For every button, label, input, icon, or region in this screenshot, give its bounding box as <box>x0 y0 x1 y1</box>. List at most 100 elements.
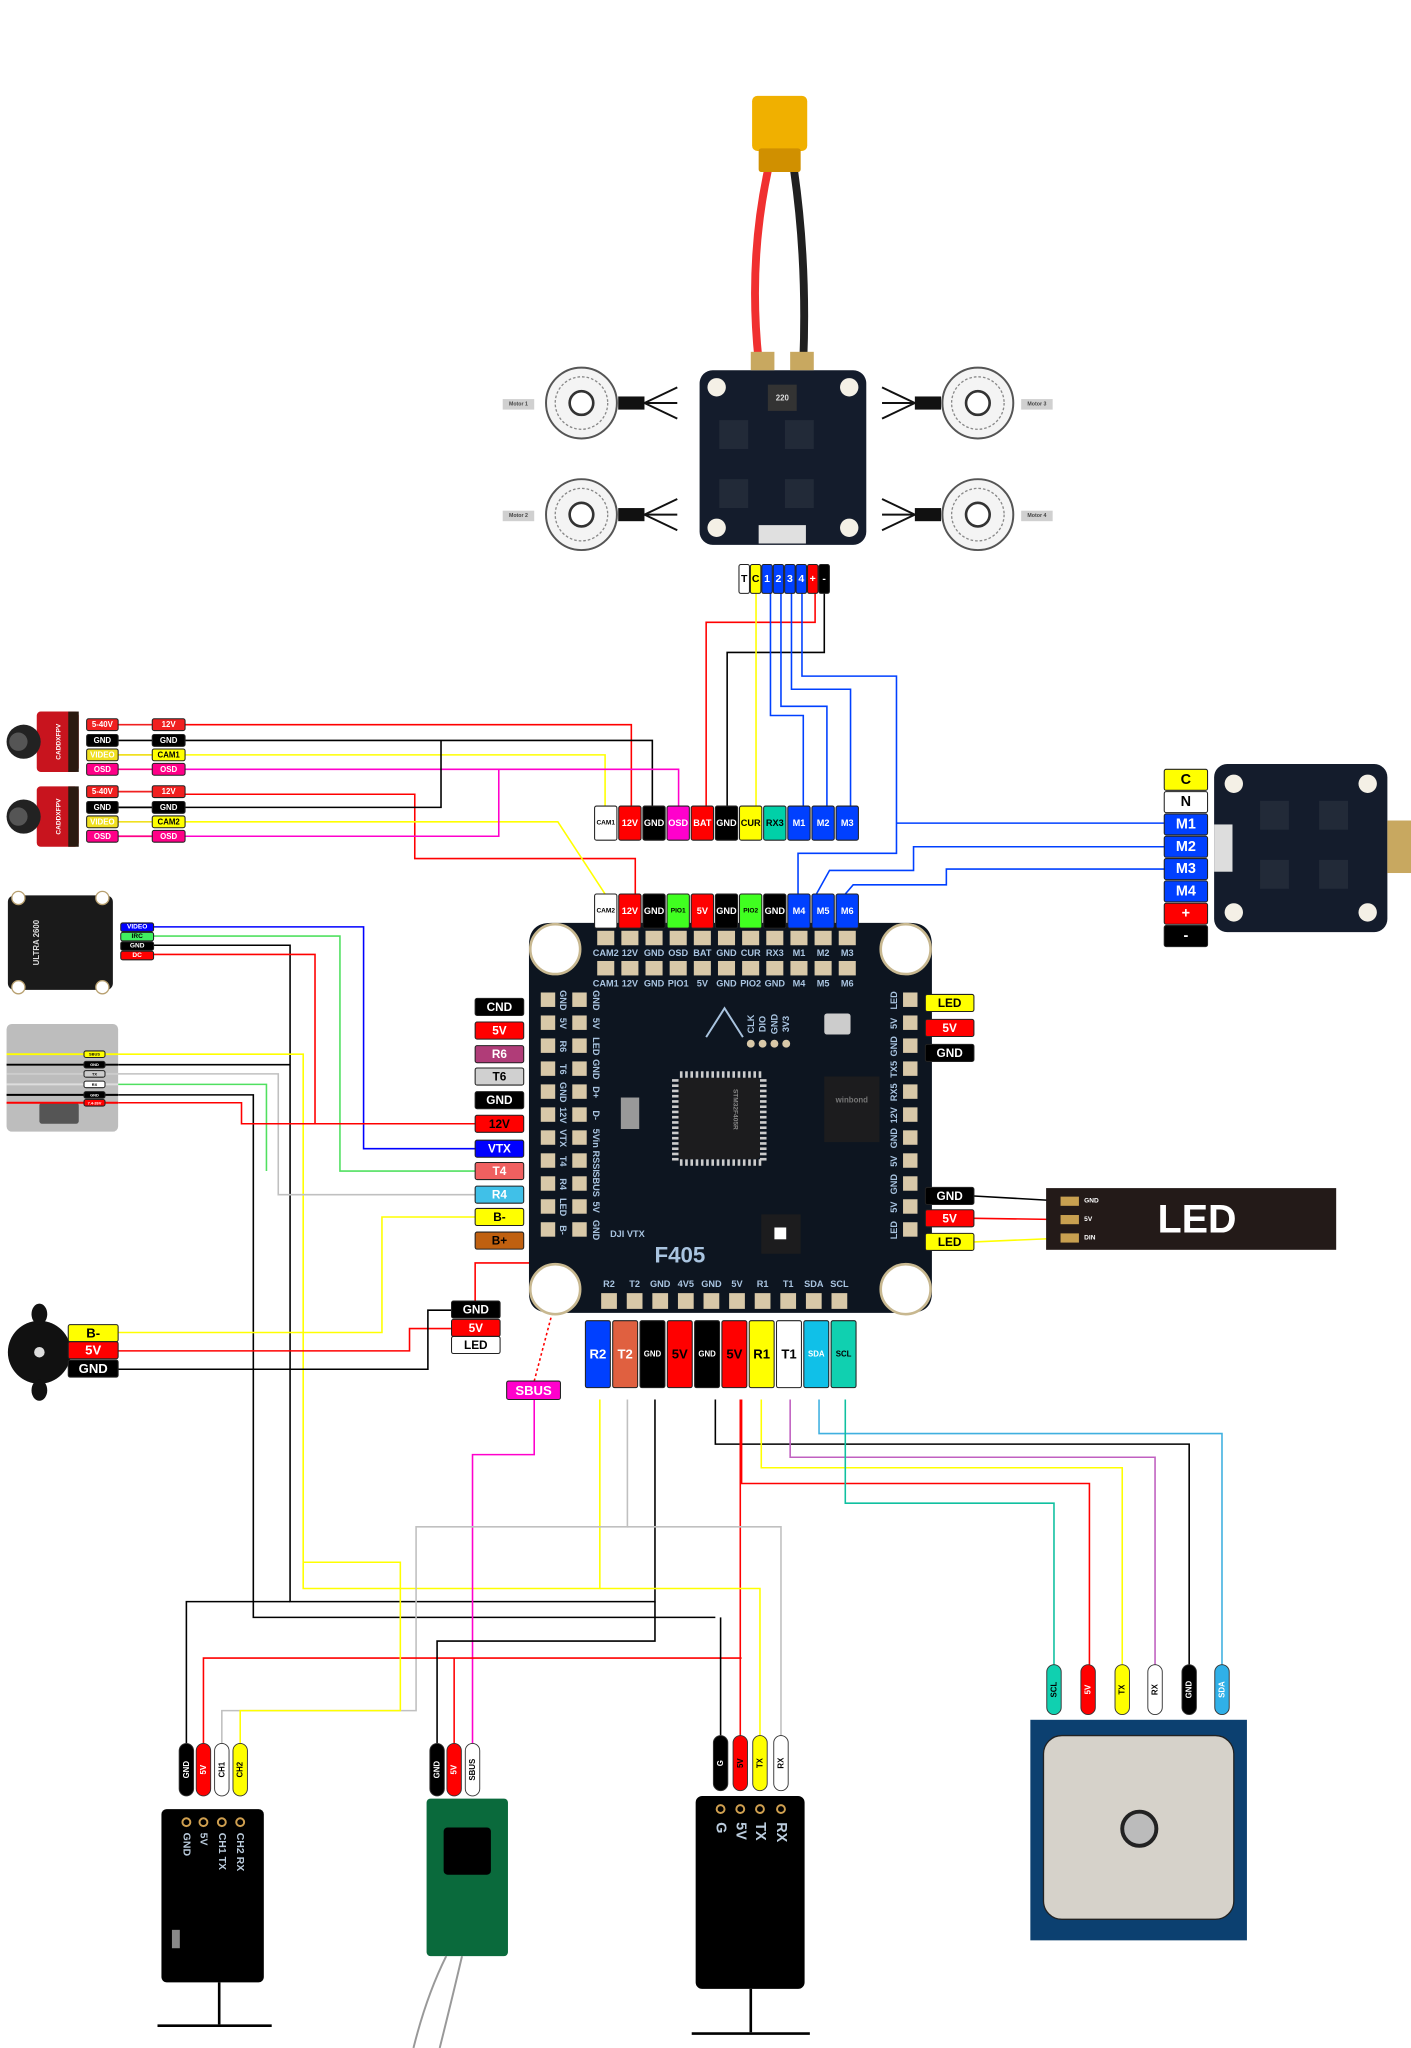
led-strip-pad <box>1060 1196 1079 1206</box>
rx-pin <box>755 1804 765 1814</box>
fc-row2-label-bg <box>835 893 859 929</box>
xt60-connector <box>752 95 808 151</box>
fc-left-label-bg <box>474 1161 525 1181</box>
fc-bottom-label-bg <box>612 1320 639 1389</box>
fc-left-label-bg <box>474 1045 525 1064</box>
rx-pin <box>715 1804 726 1814</box>
dji-pin-label-text: RX <box>92 1082 98 1087</box>
wire-esc-m1 <box>769 593 805 807</box>
esc-connector <box>1214 824 1233 872</box>
fc-row2-label-text: GND <box>644 906 665 916</box>
esc-chip <box>1319 800 1348 830</box>
fc-row1-label-bg <box>642 805 666 841</box>
fc-row1-label-text: CAM1 <box>596 820 615 827</box>
fc-row1-label-bg <box>666 805 690 841</box>
motor-label-bg <box>502 510 535 522</box>
fc-left-label-bg <box>474 1185 525 1204</box>
wire-esc2-m2-m5 <box>815 845 1165 895</box>
led-indicator <box>774 1227 787 1240</box>
camera-brand: CADDXFPV <box>56 723 63 760</box>
fc-dji-vtx-label: DJI VTX <box>610 1229 646 1239</box>
fc-row2-label-bg <box>811 893 835 929</box>
fc-silk-label: RX5 <box>889 1083 899 1101</box>
led-connector-label-bg <box>450 1300 501 1319</box>
fc-pad <box>669 960 687 976</box>
esc-right-pin-label-bg <box>1163 835 1209 858</box>
fc-pad <box>814 930 832 946</box>
esc-pad-label: C <box>749 563 762 594</box>
fc-silk-label: GND <box>644 978 665 988</box>
fc-silk-label: 5V <box>889 1155 899 1167</box>
rx3-pin-label: RX <box>773 1822 789 1842</box>
led-strip-pin-label: DIN <box>1084 1234 1096 1241</box>
fc-pad <box>805 1293 822 1309</box>
esc-right-pin-label-bg <box>1163 880 1209 903</box>
wire-gps-scl <box>844 1399 1055 1665</box>
wire-esc-bat <box>705 593 816 807</box>
camera-fc-label: 12V <box>151 718 186 732</box>
sbus-label-text: SBUS <box>515 1383 552 1398</box>
fc-silk-label: 5V <box>697 978 709 988</box>
fc-silk-label: GND <box>716 978 737 988</box>
fc-silk-label: GND <box>644 948 665 958</box>
dji-pin-label: GND <box>83 1091 106 1099</box>
mounting-hole <box>528 922 582 976</box>
pigtail-label: RX <box>776 1757 785 1769</box>
fc-pad <box>729 1293 745 1309</box>
fc-bottom-label-bg <box>775 1320 802 1389</box>
vtx-pin-label: DC <box>120 950 155 961</box>
fc-row1-label: CAM1 <box>594 805 618 841</box>
fc-row2-label: M6 <box>835 893 859 929</box>
xt60-connector-base <box>758 148 801 172</box>
esc-right-pin-label-bg <box>1163 925 1209 948</box>
fc-pad <box>717 930 736 946</box>
fc-silk-label: 12V <box>558 1107 568 1124</box>
camera-pin-label: GND <box>86 733 119 747</box>
fc-pad <box>645 960 663 976</box>
fc-bottom-label: GND <box>694 1320 721 1389</box>
fc-bottom-label-bg <box>694 1320 721 1389</box>
camera-fc-label: GND <box>151 800 186 814</box>
fc-pad <box>790 930 808 946</box>
mounting-hole <box>1358 903 1377 922</box>
wire-gps-rx <box>789 1399 1156 1665</box>
rx-pin <box>198 1817 209 1828</box>
motor-label-bg <box>1021 510 1053 522</box>
wire-buzzer-gnd <box>118 1309 452 1371</box>
fc-pad <box>838 960 856 976</box>
camera-pin-label-bg <box>86 800 119 814</box>
fc-silk-label: 3V3 <box>781 1016 791 1032</box>
fc-silk-label: LED <box>889 991 899 1010</box>
fc-bottom-label: 5V <box>666 1320 693 1389</box>
esc-right-pin-label-bg <box>1163 902 1209 925</box>
fc-left-label-bg <box>474 1231 525 1250</box>
fc-silk-label: GND <box>716 948 737 958</box>
fc-pad <box>626 1293 643 1309</box>
dji-pin-label: SBUS <box>83 1050 106 1059</box>
fc-right-top-label: 5V <box>924 1018 975 1037</box>
wire-cam1-12v <box>185 723 633 807</box>
fc-pad <box>903 1015 918 1030</box>
fc-silk-label: GND <box>889 1036 899 1057</box>
fc-bottom-label-text: 5V <box>726 1347 742 1362</box>
fc-right-top-label-bg <box>924 1043 975 1062</box>
fc-row1-label: M2 <box>811 805 835 841</box>
fc-silk-label: TX5 <box>889 1061 899 1078</box>
fc-silk-label: 5V <box>591 1018 601 1030</box>
wire-vtx-video <box>153 926 476 1150</box>
wire-cam1-video <box>185 754 606 807</box>
fc-row1-label: GND <box>642 805 666 841</box>
fc-left-label: 5V <box>474 1021 525 1040</box>
fc-silk-label: 5V <box>731 1279 743 1289</box>
mounting-hole <box>11 890 26 906</box>
fc-pad <box>903 1153 918 1168</box>
fc-row2-label-bg <box>787 893 811 929</box>
fpv-camera-1: CADDXFPV <box>6 711 79 772</box>
wire-cam1-gnd <box>185 739 654 807</box>
rx1-wire: GND <box>178 1742 195 1797</box>
rx-pin <box>235 1817 246 1828</box>
mounting-hole <box>528 1262 582 1316</box>
camera-pin-label-text: VIDEO <box>90 817 114 826</box>
motor-3 <box>881 366 1015 440</box>
dji-pin-label-bg <box>83 1060 106 1069</box>
